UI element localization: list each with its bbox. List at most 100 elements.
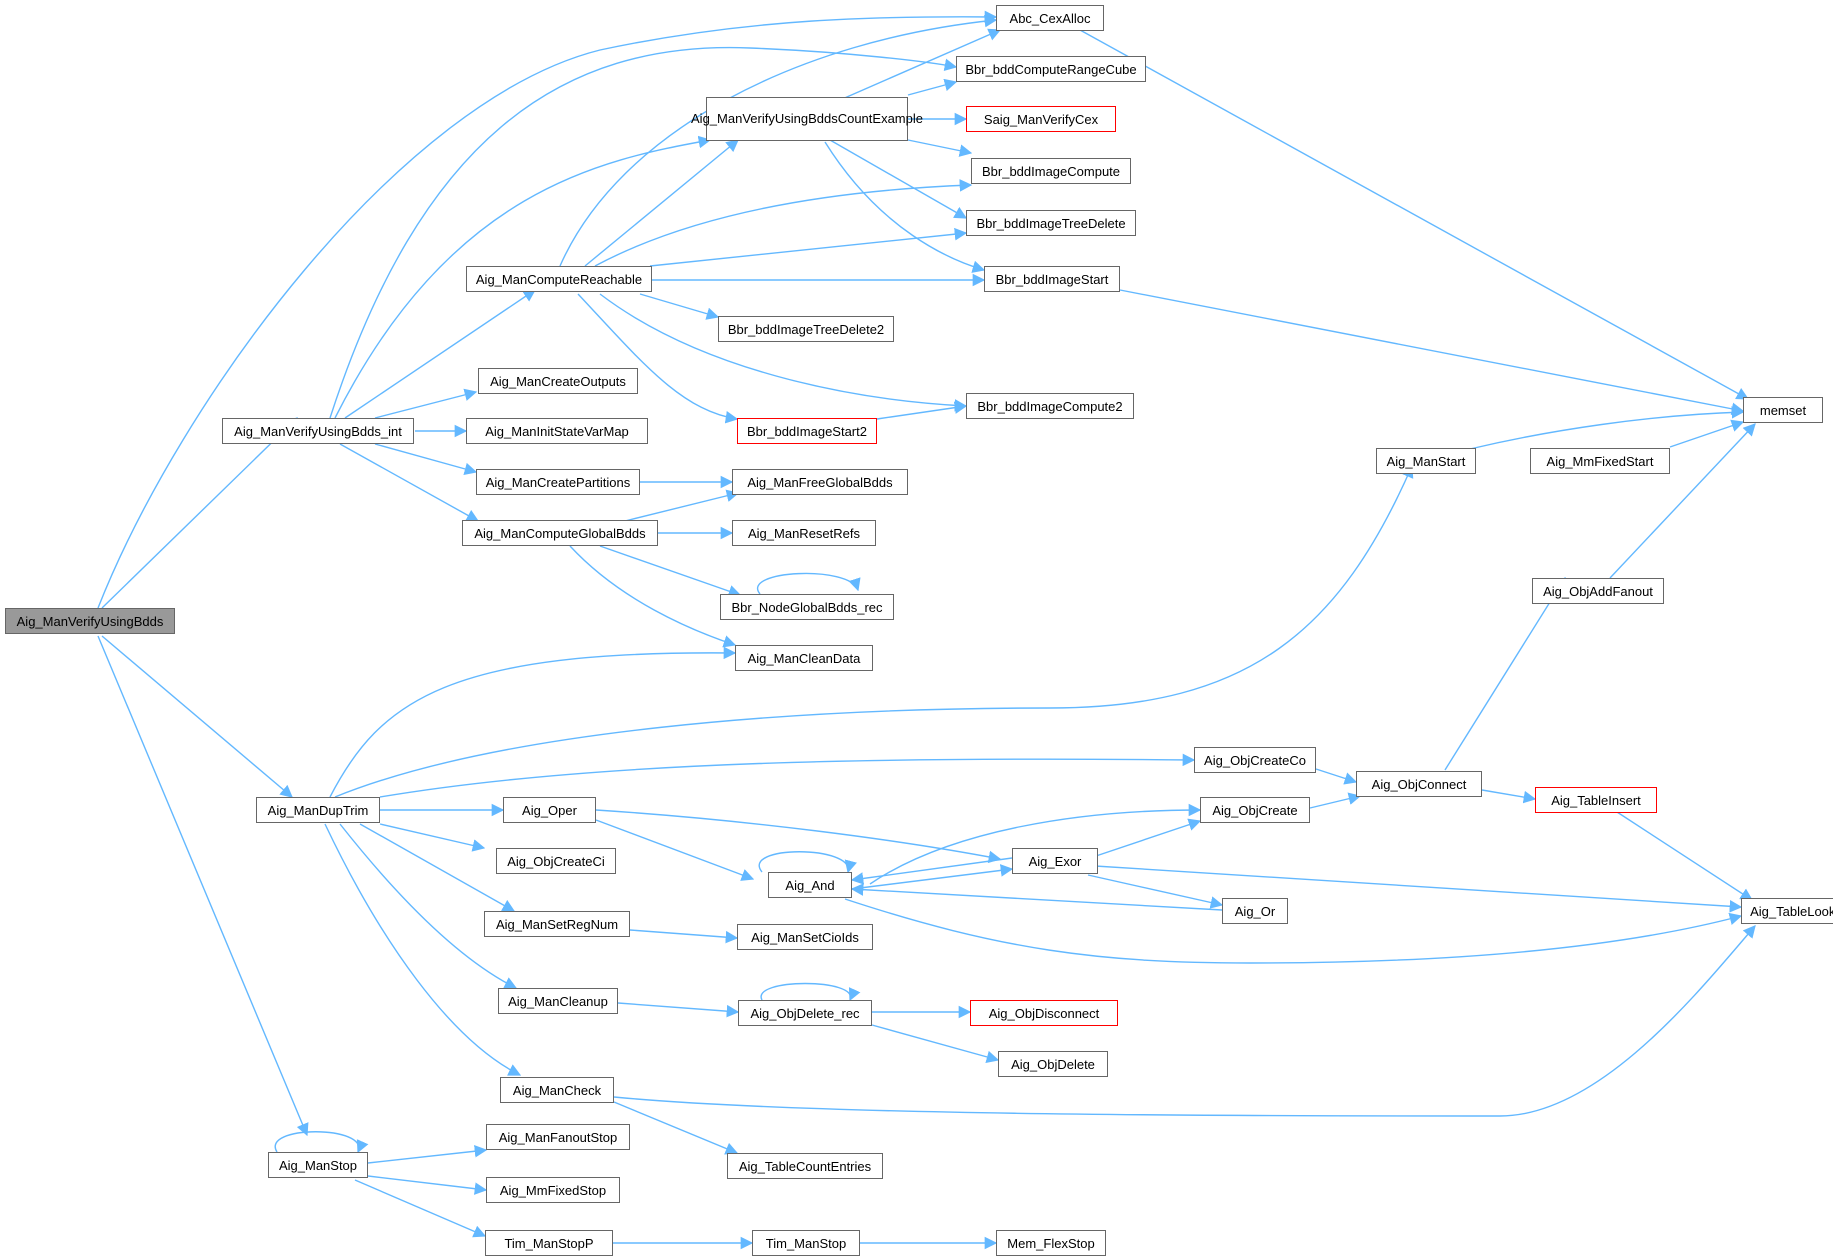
edge-reach-image-compute2 [599, 293, 968, 412]
edge-duptrim-createci [379, 823, 486, 852]
node-aig-objconnect[interactable]: Aig_ObjConnect [1356, 771, 1482, 797]
node-aig-tablecountentries[interactable]: Aig_TableCountEntries [727, 1153, 883, 1179]
node-count-example-line1: Aig_ManVerifyUsingBddsCount [691, 111, 873, 126]
edge-oper-and [595, 819, 755, 881]
node-saig-manverifycex[interactable]: Saig_ManVerifyCex [966, 106, 1116, 132]
node-aig-manfreeglobalbdds[interactable]: Aig_ManFreeGlobalBdds [732, 469, 908, 495]
edge-verifyint-compute-reachable [344, 289, 537, 419]
node-aig-manstop[interactable]: Aig_ManStop [268, 1152, 368, 1178]
edge-deleterec-delete [871, 1024, 1000, 1064]
edge-count-abc-cex [839, 28, 1002, 101]
node-aig-mancreatepartitions[interactable]: Aig_ManCreatePartitions [476, 469, 640, 495]
edge-and-exor [851, 864, 1014, 890]
node-aig-mmfixedstop[interactable]: Aig_MmFixedStop [486, 1177, 620, 1203]
node-tim-manstop[interactable]: Tim_ManStop [752, 1230, 860, 1256]
edge-exor-and [850, 857, 1013, 885]
edge-or-and [850, 883, 1223, 911]
node-aig-maninitstatevarmap[interactable]: Aig_ManInitStateVarMap [466, 418, 648, 444]
node-aig-tablelookup[interactable]: Aig_TableLookup [1741, 898, 1833, 924]
edge-verifyint-count-example [334, 135, 712, 419]
edge-exor-lookup [1094, 865, 1743, 913]
node-aig-mancleanup[interactable]: Aig_ManCleanup [498, 988, 618, 1014]
edge-imagestart-memset [1119, 289, 1745, 416]
edge-global-nodebdds [599, 545, 742, 598]
node-aig-mmfixedstart[interactable]: Aig_MmFixedStart [1530, 448, 1670, 474]
node-tim-manstopp[interactable]: Tim_ManStopP [485, 1230, 613, 1256]
edge-duptrim-setregnum [359, 823, 516, 912]
node-aig-objdelete[interactable]: Aig_ObjDelete [998, 1051, 1108, 1077]
node-abc-cexalloc[interactable]: Abc_CexAlloc [996, 5, 1104, 31]
edge-exor-or [1087, 874, 1224, 909]
edge-manstart-memset [1469, 406, 1745, 450]
node-aig-objcreateco[interactable]: Aig_ObjCreateCo [1194, 747, 1316, 773]
node-aig-manfanoutstop[interactable]: Aig_ManFanoutStop [486, 1124, 630, 1150]
node-aig-objaddfanout[interactable]: Aig_ObjAddFanout [1532, 578, 1664, 604]
node-aig-objdisconnect[interactable]: Aig_ObjDisconnect [970, 1000, 1118, 1026]
edge-verifyint-create-outputs [374, 388, 478, 419]
node-bbr-bddimagetreedelete2[interactable]: Bbr_bddImageTreeDelete2 [718, 316, 894, 342]
node-aig-and[interactable]: Aig_And [768, 872, 852, 898]
node-aig-mancreateoutputs[interactable]: Aig_ManCreateOutputs [478, 368, 638, 394]
node-mem-flexstop[interactable]: Mem_FlexStop [996, 1230, 1106, 1256]
edge-manstop-self [274, 1131, 369, 1154]
node-aig-tableinsert[interactable]: Aig_TableInsert [1535, 787, 1657, 813]
node-aig-objcreateci[interactable]: Aig_ObjCreateCi [496, 848, 616, 874]
node-aig-manverifyusingbdds-int[interactable]: Aig_ManVerifyUsingBdds_int [222, 418, 414, 444]
edge-duptrim-createco [379, 753, 1196, 798]
edge-duptrim-mancheck [324, 823, 522, 1076]
edge-cleanup-deleterec [617, 1002, 740, 1018]
edge-duptrim-cleandata [329, 646, 737, 798]
edge-duptrim-manstart [334, 464, 1414, 798]
node-aig-mancleandata[interactable]: Aig_ManCleanData [735, 645, 873, 671]
node-aig-manduptrim[interactable]: Aig_ManDupTrim [256, 797, 380, 823]
edge-root-man-stop [97, 635, 309, 1137]
edge-verifyint-create-partitions [374, 443, 478, 476]
edge-tableinsert-lookup [1616, 811, 1754, 901]
edge-root-dup-trim [101, 635, 293, 798]
edge-reach-tree-delete2 [639, 293, 720, 320]
node-aig-exor[interactable]: Aig_Exor [1012, 848, 1098, 874]
edge-and-lookup [844, 898, 1743, 964]
edge-connect-tableinsert [1481, 789, 1537, 804]
node-bbr-bddimagestart2[interactable]: Bbr_bddImageStart2 [737, 418, 877, 444]
edge-and-self [758, 851, 857, 874]
edge-createco-connect [1315, 768, 1358, 785]
node-aig-manverifyusingbdds[interactable]: Aig_ManVerifyUsingBdds [5, 608, 175, 634]
node-bbr-bddimagecompute[interactable]: Bbr_bddImageCompute [971, 158, 1131, 184]
node-aig-mansetregnum[interactable]: Aig_ManSetRegNum [484, 911, 630, 937]
node-bbr-bddcomputerangecube[interactable]: Bbr_bddComputeRangeCube [956, 56, 1146, 82]
edge-reach-abc-cex [559, 14, 998, 267]
edge-mmfixed-memset [1669, 419, 1745, 448]
node-aig-mansetcioids[interactable]: Aig_ManSetCioIds [737, 924, 873, 950]
edge-deleterec-self [760, 982, 861, 1002]
node-bbr-bddimagecompute2[interactable]: Bbr_bddImageCompute2 [966, 393, 1134, 419]
edge-verifyint-compute-global [339, 443, 480, 522]
edge-addfanout-memset [1609, 423, 1756, 579]
node-count-example-line2: Example [872, 111, 923, 126]
edge-root-abc-cex-alloc [97, 10, 998, 609]
edge-count-image-start [824, 141, 986, 273]
edge-connect-addfanout [1444, 576, 1566, 771]
node-aig-manstart[interactable]: Aig_ManStart [1376, 448, 1476, 474]
node-aig-manresetrefs[interactable]: Aig_ManResetRefs [732, 520, 876, 546]
edge-mancheck-lookup [613, 925, 1756, 1117]
edge-abc-memset [1079, 29, 1750, 400]
node-bbr-bddimagetreedelete[interactable]: Bbr_bddImageTreeDelete [966, 210, 1136, 236]
node-aig-objcreate[interactable]: Aig_ObjCreate [1200, 797, 1310, 823]
node-aig-or[interactable]: Aig_Or [1222, 898, 1288, 924]
node-aig-mancomputeglobalbdds[interactable]: Aig_ManComputeGlobalBdds [462, 520, 658, 546]
edge-duptrim-cleanup [339, 823, 518, 989]
edge-count-range-cube [907, 78, 958, 96]
node-bbr-nodeglobalbdds-rec[interactable]: Bbr_NodeGlobalBdds_rec [720, 594, 894, 620]
node-aig-oper[interactable]: Aig_Oper [503, 797, 596, 823]
edge-manstop-timstopp [354, 1179, 487, 1238]
node-aig-mancheck[interactable]: Aig_ManCheck [500, 1077, 614, 1103]
edge-count-tree-delete [829, 139, 968, 219]
node-memset[interactable]: memset [1743, 397, 1823, 423]
node-aig-objdelete-rec[interactable]: Aig_ObjDelete_rec [738, 1000, 872, 1026]
node-bbr-bddimagestart[interactable]: Bbr_bddImageStart [984, 266, 1120, 292]
node-aig-mancomputereachable[interactable]: Aig_ManComputeReachable [466, 266, 652, 292]
node-aig-manverifyusingbddscountexample[interactable]: Aig_ManVerifyUsingBddsCount Example [691, 97, 923, 141]
